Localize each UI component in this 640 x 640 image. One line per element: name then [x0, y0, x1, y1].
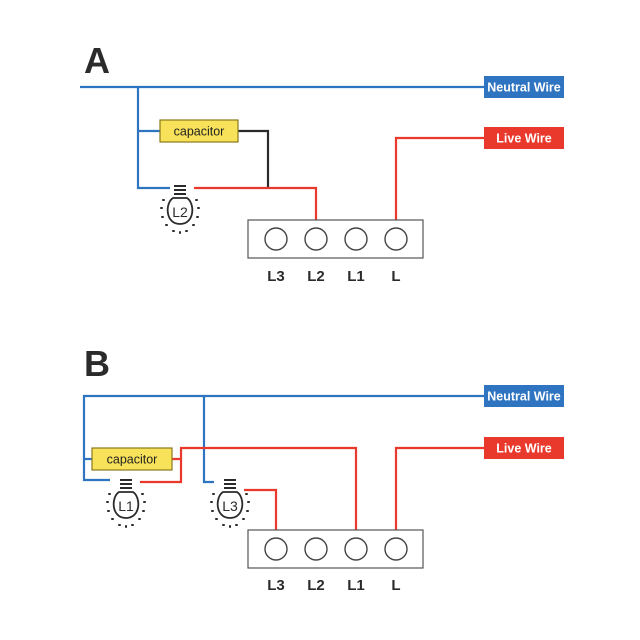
diagram-a-terminal-l2 [304, 227, 328, 251]
diagram-b-bulb-l1-label: L1 [118, 498, 134, 514]
diagram-b-neutral-drop-wire [202, 396, 214, 484]
diagram-a-neutral-label: Neutral Wire [484, 76, 564, 98]
diagram-b-live-bulb1-wire [140, 459, 183, 484]
diagram-b-terminal-l [384, 537, 408, 561]
diagram-b-live-label: Live Wire [484, 437, 564, 459]
diagram-b-terminal-l1 [344, 537, 368, 561]
diagram-b-bulb-l1-icon: L1 [106, 479, 146, 528]
diagram-b-capacitor: capacitor [91, 447, 173, 471]
diagram-a-terminal-label-l2: L2 [307, 268, 325, 285]
diagram-a-terminal-l3 [264, 227, 288, 251]
diagram-b-live-l1-wire [172, 446, 358, 548]
diagram-a-terminal-label-l1: L1 [347, 268, 365, 285]
diagram-a-bulb-l2-label: L2 [172, 204, 188, 220]
diagram-b-neutral-label-box [484, 385, 564, 407]
diagram-a-terminal-block: L3 L2 L1 L [247, 219, 424, 285]
diagram-a-terminal-label-l3: L3 [267, 268, 285, 285]
diagram-a-live-main-wire [394, 136, 484, 238]
diagram-b-live-label-box [484, 437, 564, 459]
diagram-a-capacitor-black-wire [238, 129, 270, 188]
diagram-a-letter: A [84, 40, 110, 81]
diagram-a-neutral-drop-wire [136, 87, 170, 190]
diagram-b-bulb-l3-icon: L3 [210, 479, 250, 528]
diagram-a-live-label: Live Wire [484, 127, 564, 149]
diagram-b-terminal-label-l3: L3 [267, 577, 285, 594]
diagram-b-capacitor-box [91, 447, 173, 471]
diagram-a-capacitor-box [159, 119, 239, 143]
diagram-b-terminal-label-l2: L2 [307, 577, 325, 594]
diagram-a-live-label-box [484, 127, 564, 149]
diagram-a-neutral-wires [80, 85, 484, 190]
diagram-b-terminal-l3 [264, 537, 288, 561]
diagram-a-live-label-text: Live Wire [496, 132, 552, 146]
diagram-b-letter: B [84, 343, 110, 384]
diagram-a-neutral-label-box [484, 76, 564, 98]
diagram-a-neutral-label-text: Neutral Wire [487, 81, 561, 95]
diagram-b-neutral-main-wire [82, 394, 484, 482]
diagram-b-terminal-label-l: L [391, 577, 400, 594]
diagram-b-live-main-wire [394, 446, 484, 548]
diagram-a: A capacitor [80, 40, 564, 285]
diagram-a-capacitor-label: capacitor [174, 125, 225, 139]
diagram-b-terminal-label-l1: L1 [347, 577, 365, 594]
diagram-b-bulb-l3-label: L3 [222, 498, 238, 514]
diagram-b-neutral-label-text: Neutral Wire [487, 390, 561, 404]
diagram-b-neutral-wires [82, 394, 484, 484]
diagram-b-terminal-l2 [304, 537, 328, 561]
diagram-a-bulb-l2-icon: L2 [160, 185, 200, 234]
diagram-b-terminal-block: L3 L2 L1 L [247, 529, 424, 594]
diagram-a-terminal-label-l: L [391, 268, 400, 285]
diagram-b-capacitor-label: capacitor [107, 453, 158, 467]
diagram-b-neutral-label: Neutral Wire [484, 385, 564, 407]
diagram-b-live-wires [140, 446, 484, 548]
diagram-a-terminal-l [384, 227, 408, 251]
diagram-b: B capacitor [82, 343, 564, 594]
diagram-b-live-label-text: Live Wire [496, 442, 552, 456]
diagram-a-capacitor: capacitor [159, 119, 239, 143]
diagram-b-live-l3-wire [244, 488, 278, 548]
diagram-a-terminal-l1 [344, 227, 368, 251]
